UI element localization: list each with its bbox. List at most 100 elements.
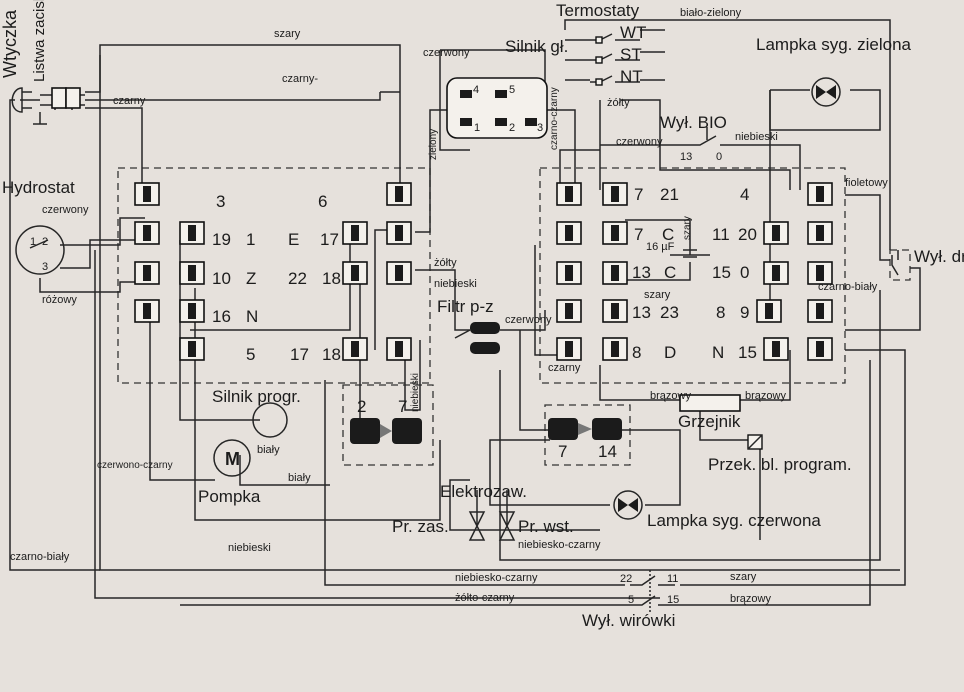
motor-pin-number: 1: [474, 122, 480, 134]
terminal-strip-block: [65, 87, 81, 109]
pump-label: Pompka: [198, 487, 261, 506]
left-panel-outline: [117, 167, 431, 384]
terminal-number: 15: [738, 343, 757, 362]
connector-outline-left: [342, 384, 434, 466]
terminal-number: 6: [318, 192, 327, 211]
pump-icon: M: [213, 439, 251, 477]
wire-label: zielony: [428, 129, 439, 160]
plug-label: Wtyczka: [0, 9, 20, 78]
terminal-number: 16: [212, 307, 231, 326]
program-motor-label: Silnik progr.: [212, 387, 301, 406]
spin-pin-number: 22: [620, 573, 632, 585]
program-lock-label: Przek. bl. program.: [708, 455, 852, 474]
motor-pin: [495, 118, 507, 126]
spin-switch-label: Wył. wirówki: [582, 611, 675, 630]
connector-left: [350, 418, 422, 444]
terminal-number: 22: [288, 269, 307, 288]
hydrostat-icon: [15, 225, 65, 275]
bio-pin-number: 0: [716, 151, 722, 163]
red-lamp-label: Lampka syg. czerwona: [647, 511, 821, 530]
bio-switch-label: Wył. BIO: [660, 113, 727, 132]
wire-label: czerwony: [42, 204, 89, 216]
motor-pin-number: 5: [509, 84, 515, 96]
spin-switch-icon: [630, 570, 675, 612]
wire-label: czarny: [113, 95, 146, 107]
terminal-number: Z: [246, 269, 256, 288]
terminal-number: 23: [660, 303, 679, 322]
valve-prewash-label: Pr. wst.: [518, 517, 574, 536]
connector-outline-right: [544, 404, 631, 466]
terminal-number: 9: [740, 303, 749, 322]
spin-pin-number: 11: [667, 573, 678, 585]
wire-label: czarno-biały: [818, 281, 878, 293]
terminal-number: N: [246, 307, 258, 326]
wire-label: niebieski: [434, 278, 477, 290]
motor-pin: [460, 118, 472, 126]
wire-label: czarny-: [282, 73, 318, 85]
terminal-number: 20: [738, 225, 757, 244]
hydrostat-pin-number: 3: [42, 261, 48, 273]
motor-pin-number: 4: [473, 84, 479, 96]
valve-icon-supply: [468, 490, 486, 541]
terminal-number: C: [664, 263, 676, 282]
heater-label: Grzejnik: [678, 412, 741, 431]
motor-pin: [495, 90, 507, 98]
connector-number: 7: [558, 442, 567, 461]
wire-label: biały: [257, 444, 280, 456]
terminal-number: 18: [322, 269, 341, 288]
terminal-number: 13: [632, 303, 651, 322]
door-switch-icon: [891, 250, 899, 276]
green-lamp-label: Lampka syg. zielona: [756, 35, 912, 54]
terminal-number: 21: [660, 185, 679, 204]
wire-label: szary: [730, 571, 757, 583]
filter-label: Filtr p-z: [437, 297, 494, 316]
motor-pin-number: 2: [509, 122, 515, 134]
terminal-number: 13: [632, 263, 651, 282]
terminal-number: 0: [740, 263, 749, 282]
wire-label: czarno-biały: [10, 551, 70, 563]
terminal-number: 8: [632, 343, 641, 362]
terminal-number: 1: [246, 230, 255, 249]
spin-pin-number: 15: [667, 594, 679, 606]
terminal-number: N: [712, 343, 724, 362]
connector-number: 14: [598, 442, 617, 461]
connector-number: 7: [398, 397, 407, 416]
wire-label: czarny: [548, 362, 581, 374]
wire-label: różowy: [42, 294, 77, 306]
wire-label: czerwono-czarny: [97, 460, 173, 471]
wire-label: brązowy: [745, 390, 786, 402]
wire-label: szary: [644, 289, 671, 301]
wire-label: niebiesko-czarny: [518, 539, 601, 551]
wire-label: czerwony: [423, 47, 470, 59]
wire-label: niebieski: [735, 131, 778, 143]
hydrostat-pin-number: 2: [42, 236, 48, 248]
terminal-number: 8: [716, 303, 725, 322]
motor-pin-number: 3: [537, 122, 543, 134]
terminal-number: 19: [212, 230, 231, 249]
motor-connector: [446, 77, 548, 139]
wire-label: żółty: [434, 257, 457, 269]
wire-label: żółto-czarny: [455, 592, 515, 604]
capacitor-label: 16 µF: [646, 241, 675, 253]
wire-color-labels: szary czarny- czarny czerwony różowy cze…: [10, 7, 888, 605]
wire-label: szary: [682, 216, 693, 240]
wire-label: brązowy: [650, 390, 691, 402]
terminal-number: 3: [216, 192, 225, 211]
thermostat-contact-wt: WT: [620, 23, 646, 42]
heater-icon: [679, 394, 741, 412]
terminal-number: 5: [246, 345, 255, 364]
wire-label: brązowy: [730, 593, 771, 605]
wire-label: fioletowy: [845, 177, 888, 189]
terminal-number: D: [664, 343, 676, 362]
terminal-strip-block: [51, 87, 67, 109]
hydrostat-pin-number: 1: [30, 236, 36, 248]
terminal-number: 7: [634, 185, 643, 204]
terminal-number: E: [288, 230, 299, 249]
terminal-number: 11: [712, 225, 730, 244]
terminal-number: C: [662, 225, 674, 244]
terminal-strip-label: Listwa zacisk.: [31, 0, 48, 82]
wire-label: biało-zielony: [680, 7, 742, 19]
terminal-number: 17: [320, 230, 339, 249]
svg-text:M: M: [225, 449, 240, 469]
